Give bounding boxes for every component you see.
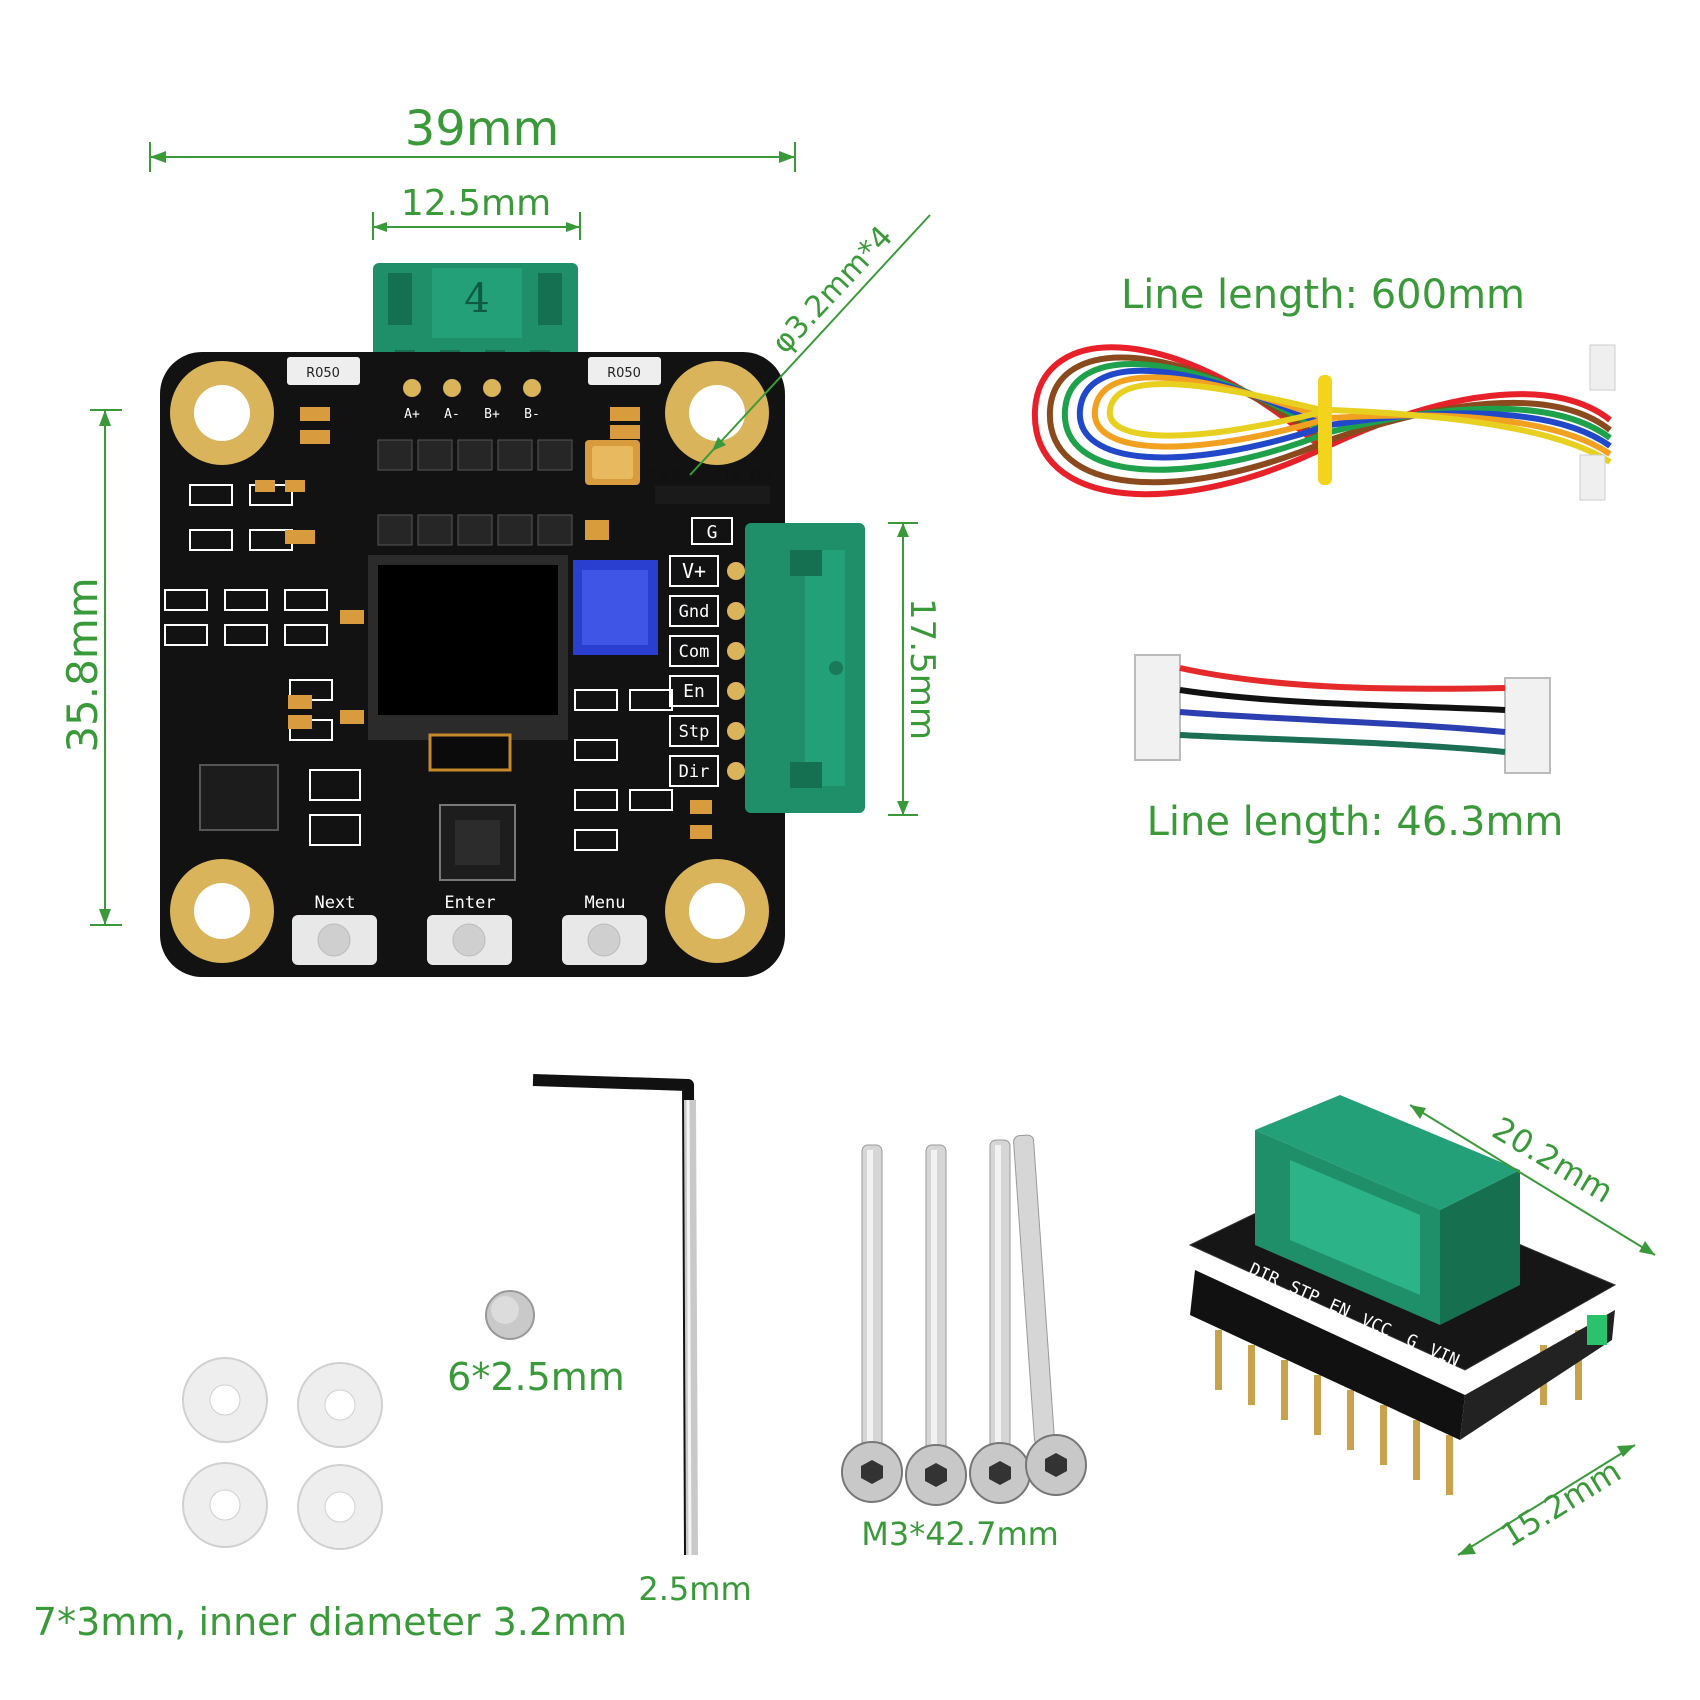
side-control-connector [745,523,865,813]
side-pin-label-dir: Dir [679,762,710,782]
board-height-label: 35.8mm [58,577,107,752]
pin-label-b-plus: B+ [484,407,500,422]
pin-label-b-minus: B- [524,407,540,422]
uart-label-g: G [696,465,709,484]
long-cable: Line length: 600mm [1031,272,1616,501]
button-label-menu: Menu [585,893,626,913]
uart-label-tx: TX [722,468,743,484]
short-cable: Line length: 46.3mm [1134,654,1564,845]
side-pin-label-com: Com [679,642,710,662]
pin-label-a-minus: A- [444,407,460,422]
mounting-hole-bottom-left [170,859,274,963]
button-label-enter: Enter [444,893,495,913]
screw [969,1139,1031,1504]
magnet-size-label: 6*2.5mm [447,1355,625,1399]
board-width-label: 39mm [405,101,560,157]
button-label-next: Next [315,893,356,913]
side-pin-label-en: En [683,681,705,702]
long-cable-length-label: Line length: 600mm [1121,272,1525,318]
short-cable-length-label: Line length: 46.3mm [1147,799,1564,845]
adapter-depth-dimension: 15.2mm [1457,1444,1636,1556]
side-pin-label-gnd: Gnd [679,602,710,622]
screw [1013,1134,1087,1496]
hex-key-size-label: 2.5mm [638,1570,751,1608]
board-height-dimension: 35.8mm [58,409,122,926]
side-pin-label-stp: Stp [679,722,710,742]
uart-header: 3V3 G TX RX [647,465,775,504]
connector-width-label: 12.5mm [401,183,551,224]
mounting-hole-top-left [170,361,274,465]
uart-label-rx: RX [750,465,775,484]
screw-size-label: M3*42.7mm [861,1515,1059,1553]
driver-chip [199,764,279,831]
button-next[interactable]: Next [292,893,377,965]
hole-dimension: φ3.2mm*4 [689,214,931,476]
resistor-label-left: R050 [306,366,340,381]
side-connector-height-label: 17.5mm [902,598,942,740]
uart-label-3v3: 3V3 [647,465,682,484]
side-pin-label-g: G [707,522,718,543]
button-menu[interactable]: Menu [562,893,647,965]
mounting-hole-bottom-right [665,859,769,963]
oled-display [368,555,568,772]
screw [905,1144,967,1506]
adapter-depth-label: 15.2mm [1494,1452,1627,1555]
screw [841,1144,903,1503]
side-connector-dimension: 17.5mm [888,522,942,816]
adapter-board: DIR STP EN VCC G VIN 20.2mm 15.2mm [1188,1095,1656,1556]
washer-size-label: 7*3mm, inner diameter 3.2mm [33,1600,627,1644]
top-pin-row: A+ A- B+ B- [403,379,541,422]
board-width-dimension: 39mm [149,101,796,172]
magnet: 6*2.5mm [447,1290,625,1399]
side-pin-labels: G V+ Gnd Com En Stp Dir [669,517,745,787]
driver-board: 4 R050 R050 A [160,263,865,977]
mounting-hole-top-right [665,361,769,465]
button-enter[interactable]: Enter [427,893,512,965]
side-pin-label-vplus: V+ [682,559,706,583]
hole-spec-label: φ3.2mm*4 [765,220,900,361]
pin-label-a-plus: A+ [404,407,420,422]
washers: 7*3mm, inner diameter 3.2mm [33,1357,627,1644]
resistor-label-right: R050 [607,366,641,381]
connector-number-label: 4 [464,276,489,322]
mosfet-array [377,439,573,546]
connector-width-dimension: 12.5mm [372,183,581,240]
screws: M3*42.7mm [841,1134,1087,1553]
mcu-chip [439,804,516,881]
hex-key: 2.5mm [532,1074,752,1608]
